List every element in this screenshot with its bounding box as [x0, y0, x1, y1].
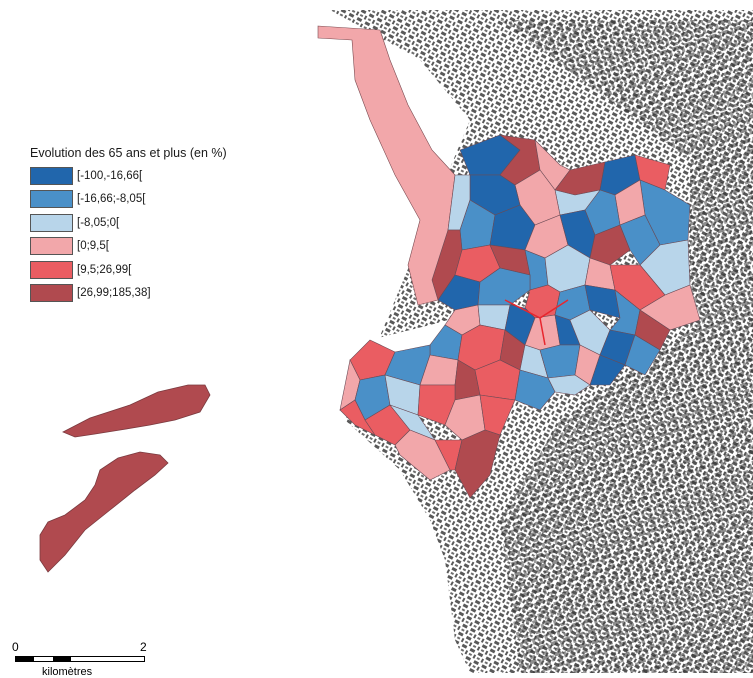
scale-segment	[70, 657, 144, 661]
legend-item: [9,5;26,99[	[30, 258, 227, 282]
district	[454, 429, 501, 499]
scale-bar-graphic	[15, 656, 145, 662]
island-south[interactable]	[39, 451, 169, 573]
legend-swatch	[30, 284, 73, 303]
legend-item: [-16,66;-8,05[	[30, 188, 227, 212]
island-north[interactable]	[62, 384, 211, 438]
district	[639, 284, 701, 331]
legend: Evolution des 65 ans et plus (en %) [-10…	[30, 146, 227, 305]
legend-swatch	[30, 213, 73, 232]
legend-swatch	[30, 166, 73, 185]
legend-swatch	[30, 237, 73, 256]
legend-label: [-100,-16,66[	[77, 169, 143, 182]
district	[624, 334, 661, 376]
district-polygons[interactable]	[339, 134, 701, 499]
legend-item: [26,99;185,38]	[30, 282, 227, 306]
district	[589, 224, 631, 266]
legend-label: [9,5;26,99[	[77, 263, 132, 276]
highlight-street	[504, 299, 569, 346]
legend-swatch	[30, 260, 73, 279]
legend-label: [26,99;185,38]	[77, 287, 151, 300]
port-strip-district[interactable]	[317, 25, 456, 306]
scale-end-label: 2	[140, 640, 147, 654]
scale-bar: 0 2 kilomètres	[10, 640, 150, 678]
legend-item: [-8,05;0[	[30, 211, 227, 235]
scale-segment	[52, 657, 71, 661]
district	[514, 369, 556, 411]
district	[589, 354, 626, 386]
legend-label: [0;9,5[	[77, 240, 109, 253]
scale-start-label: 0	[12, 640, 19, 654]
legend-title: Evolution des 65 ans et plus (en %)	[30, 146, 227, 160]
scale-unit-label: kilomètres	[42, 666, 93, 678]
legend-label: [-16,66;-8,05[	[77, 193, 146, 206]
scale-segment	[34, 657, 53, 661]
legend-swatch	[30, 190, 73, 209]
legend-label: [-8,05;0[	[77, 216, 120, 229]
harbour-basin	[370, 318, 455, 352]
legend-item: [-100,-16,66[	[30, 164, 227, 188]
legend-item: [0;9,5[	[30, 235, 227, 259]
scale-segment	[16, 657, 35, 661]
